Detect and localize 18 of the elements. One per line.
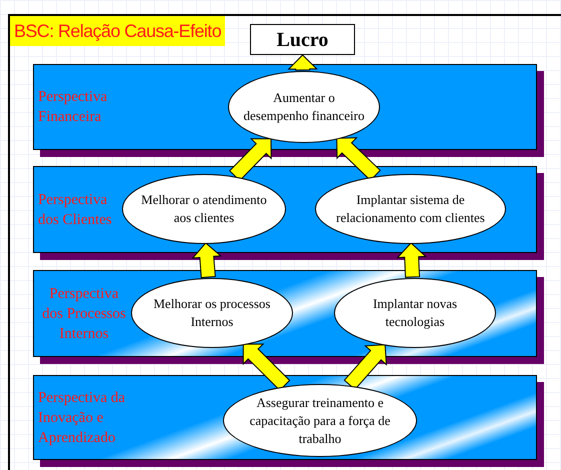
result-text: Lucro [276, 28, 328, 52]
objective-text: Implantar sistema de relacionamento com clientes [335, 191, 486, 227]
perspective-label: Perspectiva dos Clientes [38, 190, 113, 230]
perspective-label: Perspectiva Financeira [38, 88, 108, 127]
block-arrow [288, 54, 318, 71]
result-box [250, 24, 355, 55]
block-arrow [192, 242, 222, 278]
objective-text: Melhorar os processos Internos [152, 295, 272, 331]
objective-text: Aumentar o desempenho financeiro [242, 89, 366, 125]
perspective-label: Perspectiva dos Processos Internos [41, 284, 127, 344]
objective-ellipse [334, 278, 496, 348]
slide-title: BSC: Relação Causa-Efeito [10, 16, 226, 46]
objective-text: Implantar novas tecnologias [372, 295, 458, 331]
objective-ellipse [223, 384, 417, 457]
block-arrow [396, 242, 427, 278]
perspective-label: Perspectiva da Inovação e Aprendizado [38, 388, 126, 448]
objective-text: Assegurar treinamento e capacitação para a força de trabalho [248, 394, 392, 448]
objective-text: Melhorar o atendimento aos clientes [140, 191, 268, 227]
